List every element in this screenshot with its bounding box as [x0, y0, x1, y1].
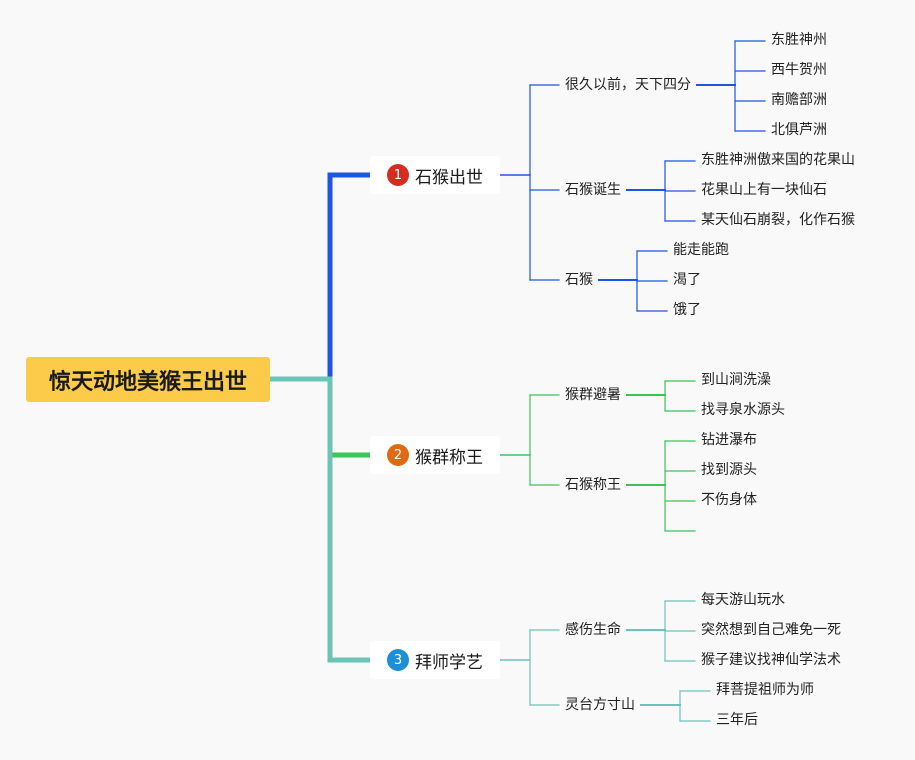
branch-topic-1[interactable]: 1 石猴出世: [370, 156, 500, 194]
subtopic[interactable]: 石猴诞生: [565, 182, 621, 198]
leaf-topic[interactable]: 不伤身体: [701, 492, 757, 508]
subtopic[interactable]: 石猴称王: [565, 477, 621, 493]
leaf-topic[interactable]: 渴了: [673, 272, 701, 288]
leaf-topic[interactable]: 北俱芦洲: [771, 122, 827, 138]
leaf-topic[interactable]: 西牛贺州: [771, 62, 827, 78]
branch-topic-2[interactable]: 2 猴群称王: [370, 436, 500, 474]
subtopic[interactable]: 猴群避暑: [565, 387, 621, 403]
leaf-topic[interactable]: 东胜神州: [771, 32, 827, 48]
leaf-topic[interactable]: 能走能跑: [673, 242, 729, 258]
branch-topic-label: 猴群称王: [415, 447, 483, 468]
leaf-topic[interactable]: 饿了: [673, 302, 701, 318]
branch-topic-3[interactable]: 3 拜师学艺: [370, 641, 500, 679]
root-topic[interactable]: 惊天动地美猴王出世: [26, 357, 270, 402]
branch-topic-label: 拜师学艺: [415, 652, 483, 673]
leaf-topic[interactable]: 突然想到自己难免一死: [701, 622, 841, 638]
leaf-topic[interactable]: 拜菩提祖师为师: [716, 682, 814, 698]
leaf-topic[interactable]: 每天游山玩水: [701, 592, 785, 608]
leaf-topic[interactable]: 找寻泉水源头: [701, 402, 785, 418]
number-badge-3: 3: [387, 649, 409, 671]
leaf-topic[interactable]: 找到源头: [701, 462, 757, 478]
subtopic[interactable]: 灵台方寸山: [565, 697, 635, 713]
leaf-topic[interactable]: 某天仙石崩裂，化作石猴: [701, 212, 855, 228]
leaf-topic[interactable]: 钻进瀑布: [701, 432, 757, 448]
number-badge-1: 1: [387, 164, 409, 186]
leaf-topic[interactable]: 南赡部洲: [771, 92, 827, 108]
leaf-topic[interactable]: 到山涧洗澡: [701, 372, 771, 388]
leaf-topic[interactable]: 三年后: [716, 712, 758, 728]
subtopic[interactable]: 石猴: [565, 272, 593, 288]
leaf-topic[interactable]: 东胜神洲傲来国的花果山: [701, 152, 855, 168]
subtopic[interactable]: 很久以前，天下四分: [565, 77, 691, 93]
number-badge-2: 2: [387, 444, 409, 466]
subtopic[interactable]: 感伤生命: [565, 622, 621, 638]
leaf-topic[interactable]: 花果山上有一块仙石: [701, 182, 827, 198]
leaf-topic[interactable]: 猴子建议找神仙学法术: [701, 652, 841, 668]
branch-topic-label: 石猴出世: [415, 167, 483, 188]
